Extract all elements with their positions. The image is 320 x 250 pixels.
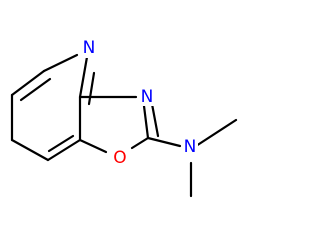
atom-label-n: N bbox=[184, 137, 197, 157]
bond bbox=[150, 102, 160, 138]
bond bbox=[42, 53, 79, 73]
atom-n-pyridine: N bbox=[81, 38, 97, 58]
atom-o-oxazole: O bbox=[111, 148, 129, 168]
bond bbox=[10, 138, 50, 162]
bond bbox=[78, 55, 89, 99]
bond-lines bbox=[10, 53, 238, 198]
bond bbox=[10, 69, 46, 97]
bond bbox=[46, 138, 82, 162]
atom-label-n: N bbox=[141, 87, 154, 107]
bond bbox=[19, 77, 52, 102]
atom-label-n: N bbox=[83, 38, 96, 58]
atom-n-oxazole: N bbox=[139, 87, 155, 107]
atom-label-o: O bbox=[113, 148, 126, 168]
atom-n-amine: N bbox=[182, 137, 198, 157]
bond bbox=[146, 136, 182, 148]
bond bbox=[87, 71, 96, 106]
bond bbox=[130, 136, 150, 150]
bond bbox=[142, 104, 150, 140]
bond bbox=[194, 118, 238, 148]
bond bbox=[47, 134, 75, 153]
molecule-structure-diagram: N N O N bbox=[10, 38, 238, 198]
bond bbox=[78, 138, 108, 154]
